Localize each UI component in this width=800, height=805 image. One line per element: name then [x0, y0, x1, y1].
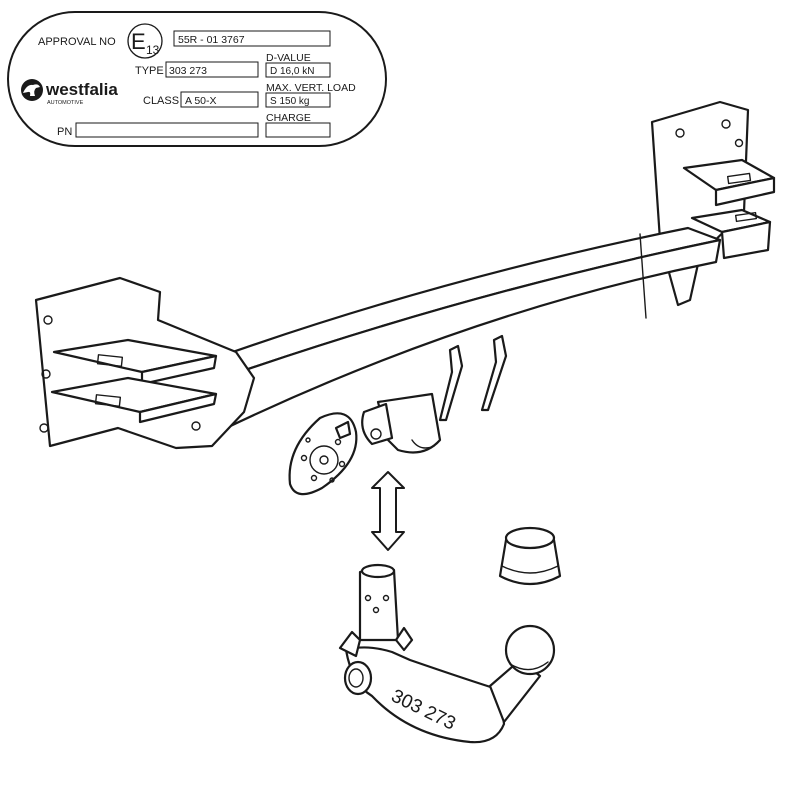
ball-cap — [498, 526, 562, 586]
charge-label: CHARGE — [266, 112, 311, 124]
e-mark-circle — [127, 23, 163, 59]
pn-field — [75, 122, 259, 138]
socket-mounting-plate — [288, 412, 358, 496]
type-field — [165, 61, 259, 78]
towbar-crossbeam — [34, 100, 776, 496]
max-load-label: MAX. VERT. LOAD — [266, 82, 356, 94]
type-label: TYPE — [135, 65, 164, 77]
e-mark: E — [131, 29, 146, 54]
approval-field — [173, 30, 331, 47]
d-value-field — [265, 62, 331, 78]
westfalia-logo-icon — [21, 79, 43, 101]
type-plate: APPROVAL NO E 13 55R - 01 3767 westfalia… — [7, 11, 387, 147]
max-load-value: S 150 kg — [270, 96, 309, 107]
double-arrow-icon — [371, 471, 405, 551]
class-label: CLASS — [143, 95, 179, 107]
ball-receiver — [361, 334, 508, 454]
right-mounting-bracket — [650, 100, 776, 307]
d-value-label: D-VALUE — [266, 52, 311, 64]
approval-value: 55R - 01 3767 — [178, 34, 245, 46]
detachable-towball: 303 273 — [338, 563, 556, 744]
max-load-field — [265, 92, 331, 108]
e-mark-number: 13 — [146, 43, 160, 57]
d-value: D 16,0 kN — [270, 66, 314, 77]
pn-label: PN — [57, 126, 72, 138]
brand-sub: AUTOMOTIVE — [47, 100, 84, 106]
class-field — [180, 91, 259, 108]
type-value: 303 273 — [169, 65, 207, 77]
approval-label: APPROVAL NO — [38, 36, 116, 48]
main-beam — [208, 226, 722, 432]
charge-field — [265, 122, 331, 138]
class-value: A 50-X — [185, 95, 217, 107]
left-mounting-bracket — [34, 276, 256, 450]
brand-name: westfalia — [45, 80, 118, 99]
